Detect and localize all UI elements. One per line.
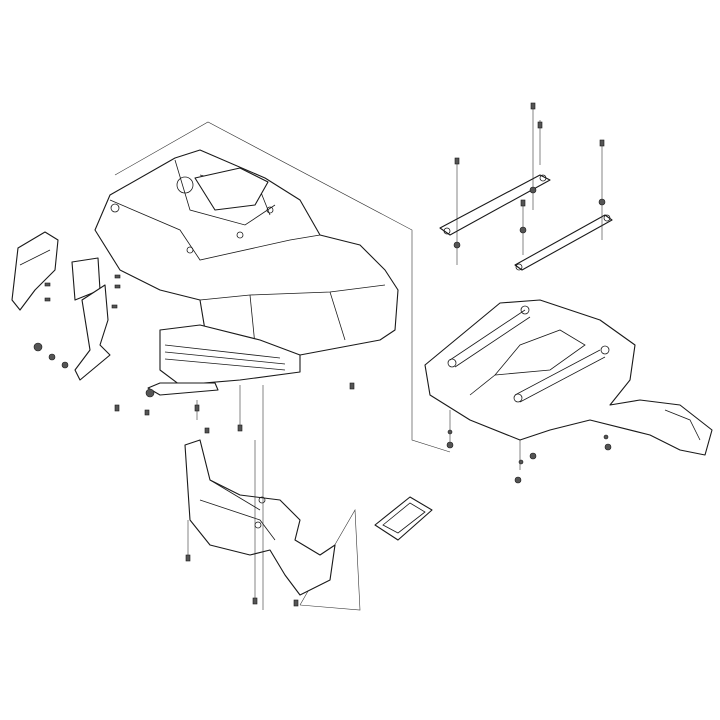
gasket: [374, 496, 433, 541]
front-grille: [159, 324, 301, 386]
top-cowl: [94, 149, 399, 356]
fasteners: [44, 102, 612, 610]
lower-cowl: [184, 439, 336, 596]
rear-cover: [424, 299, 713, 456]
roof-rails: [439, 174, 613, 271]
bracket: [145, 382, 219, 398]
side-panel-left: [11, 231, 111, 381]
